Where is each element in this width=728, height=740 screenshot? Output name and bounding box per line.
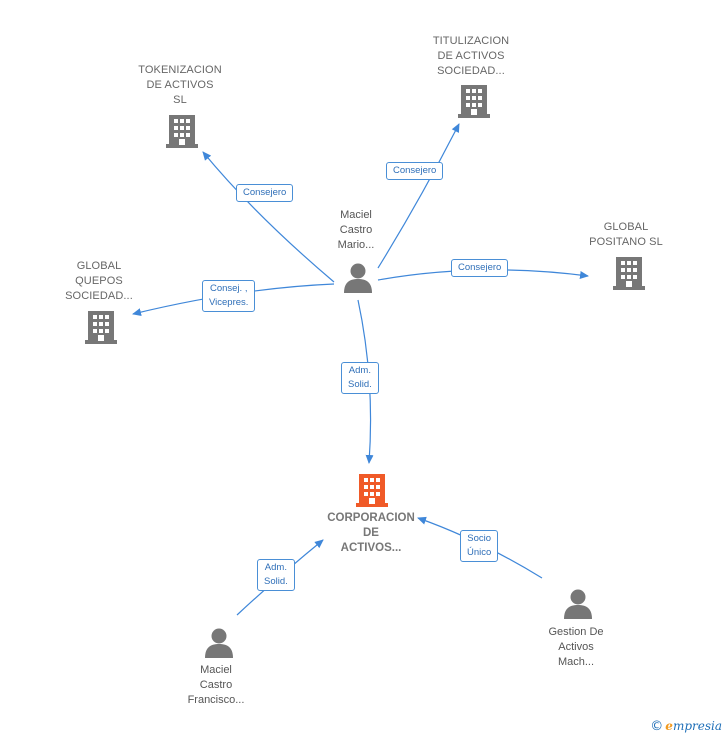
- building-icon[interactable]: [166, 114, 198, 153]
- node-label-titulizacion: TITULIZACION DE ACTIVOS SOCIEDAD...: [432, 35, 510, 77]
- edge-label-positano[interactable]: Consejero: [451, 259, 509, 277]
- edge-label-titulizacion[interactable]: Consejero: [386, 162, 444, 180]
- building-icon[interactable]: [613, 256, 645, 295]
- node-label-gestion: Gestion De Activos Mach...: [548, 626, 604, 668]
- person-icon[interactable]: [204, 627, 234, 664]
- node-label-corporacion: CORPORACION DE ACTIVOS...: [327, 512, 415, 554]
- edge-label-tokenizacion[interactable]: Consejero: [236, 184, 294, 202]
- edge-label-francisco[interactable]: Adm. Solid.: [257, 559, 295, 591]
- edge-label-corporacion[interactable]: Adm. Solid.: [341, 362, 379, 394]
- node-label-positano: GLOBAL POSITANO SL: [589, 221, 663, 248]
- copyright-symbol: ©: [650, 719, 664, 734]
- brand-initial: e: [665, 719, 673, 733]
- edge-line-titulizacion: [377, 123, 460, 269]
- building-icon[interactable]: [458, 84, 490, 123]
- person-icon[interactable]: [343, 262, 373, 299]
- node-label-tokenizacion: TOKENIZACION DE ACTIVOS SL: [138, 64, 222, 106]
- node-label-quepos: GLOBAL QUEPOS SOCIEDAD...: [65, 260, 133, 302]
- edge-line-tokenizacion: [202, 151, 335, 283]
- node-label-maciel-mario: Maciel Castro Mario...: [337, 209, 375, 251]
- empresia-logo: ©empresia: [650, 719, 722, 734]
- edge-label-gestion[interactable]: Socio Único: [460, 530, 499, 562]
- building-icon[interactable]: [85, 310, 117, 349]
- edge-label-quepos[interactable]: Consej. , Vicepres.: [202, 280, 256, 312]
- building-icon[interactable]: [356, 473, 388, 512]
- node-label-maciel-francisco: Maciel Castro Francisco...: [187, 664, 245, 706]
- person-icon[interactable]: [563, 588, 593, 625]
- brand-name: mpresia: [672, 719, 722, 733]
